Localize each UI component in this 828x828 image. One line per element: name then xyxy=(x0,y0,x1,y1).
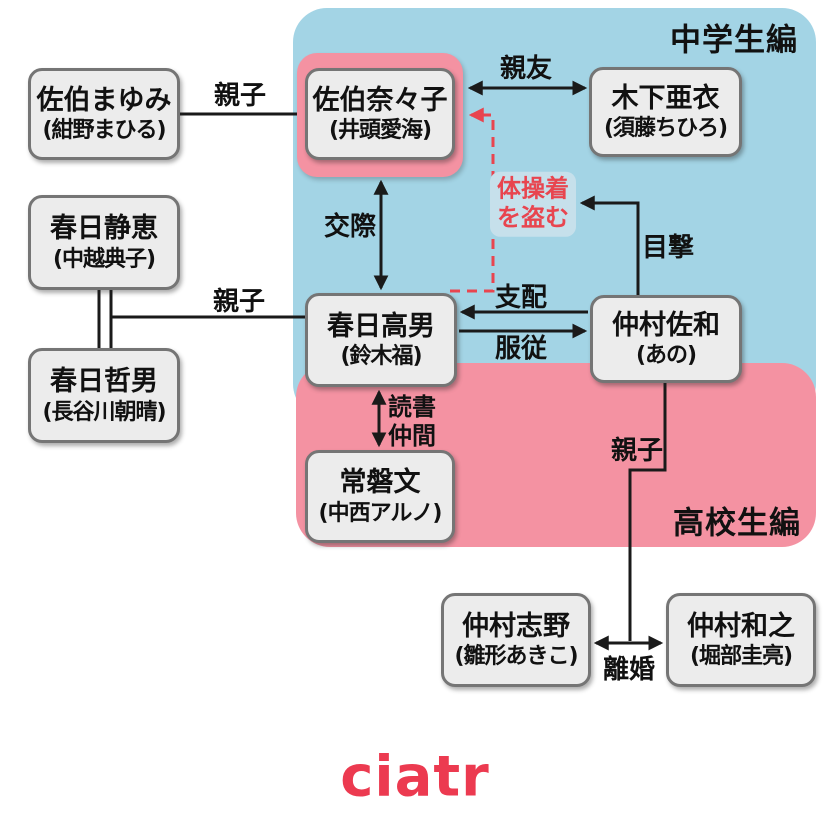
actor-name: (紺野まひる) xyxy=(42,118,166,144)
relation-label-dominate: 支配 xyxy=(494,283,548,314)
actor-name: (須藤ちひろ) xyxy=(603,116,728,142)
actor-name: (堀部圭亮) xyxy=(689,644,793,670)
character-box-kasuga-shizue: 春日静恵 (中越典子) xyxy=(28,195,180,290)
character-box-saeki-nanako: 佐伯奈々子 (井頭愛海) xyxy=(305,68,455,160)
character-box-saeki-mayumi: 佐伯まゆみ (紺野まひる) xyxy=(28,68,180,160)
section-label-middle-school: 中学生編 xyxy=(670,22,798,59)
character-box-nakamura-kazuyuki: 仲村和之 (堀部圭亮) xyxy=(666,593,816,687)
character-name: 佐伯まゆみ xyxy=(36,84,172,116)
actor-name: (井頭愛海) xyxy=(328,118,432,144)
arrow-steal-gym-clothes xyxy=(450,107,495,293)
character-box-nakamura-shino: 仲村志野 (雛形あきこ) xyxy=(441,593,591,687)
character-name: 仲村佐和 xyxy=(612,309,720,341)
character-name: 仲村和之 xyxy=(687,610,795,642)
character-box-tokiwa-fumi: 常磐文 (中西アルノ) xyxy=(305,450,455,543)
character-name: 佐伯奈々子 xyxy=(312,84,448,116)
actor-name: (あの) xyxy=(635,343,697,369)
relation-label-witness: 目撃 xyxy=(641,233,695,264)
actor-name: (中越典子) xyxy=(52,246,156,272)
section-label-high-school: 高校生編 xyxy=(673,505,801,542)
actor-name: (鈴木福) xyxy=(340,344,422,370)
relation-label-dating: 交際 xyxy=(323,212,377,243)
steal-gym-clothes-line2: を盗む xyxy=(497,204,569,232)
character-box-kasuga-tetsuo: 春日哲男 (長谷川朝晴) xyxy=(28,348,180,443)
relation-label-best-friends: 親友 xyxy=(499,54,553,85)
relation-label-parent-kasuga: 親子 xyxy=(212,287,266,318)
relation-label-parent-nakamura: 親子 xyxy=(610,436,664,467)
character-box-nakamura-sawa: 仲村佐和 (あの) xyxy=(590,295,742,383)
character-name: 木下亜衣 xyxy=(611,82,720,114)
character-box-kasuga-takao: 春日高男 (鈴木福) xyxy=(305,293,457,387)
arrow-witness xyxy=(579,195,640,295)
character-name: 春日高男 xyxy=(327,310,435,342)
character-box-kinoshita-ai: 木下亜衣 (須藤ちひろ) xyxy=(589,67,742,157)
actor-name: (雛形あきこ) xyxy=(454,644,578,670)
character-name: 春日静恵 xyxy=(50,213,158,245)
character-name: 春日哲男 xyxy=(50,366,158,398)
actor-name: (長谷川朝晴) xyxy=(42,399,166,425)
steal-gym-clothes-line1: 体操着 xyxy=(497,174,569,203)
line-parent-nakamura xyxy=(628,383,667,641)
ciatr-logo: ciatr xyxy=(340,744,490,810)
character-name: 常磐文 xyxy=(339,467,421,499)
reading-buddies-line1: 読書 xyxy=(388,393,436,421)
relation-label-reading-buddies: 読書 仲間 xyxy=(388,393,436,451)
reading-buddies-line2: 仲間 xyxy=(388,421,436,450)
relation-label-steal-gym-clothes: 体操着 を盗む xyxy=(490,171,576,237)
relation-label-divorce: 離婚 xyxy=(602,655,656,686)
relation-label-parent-saeki: 親子 xyxy=(213,81,267,112)
character-name: 仲村志野 xyxy=(462,610,570,642)
actor-name: (中西アルノ) xyxy=(318,500,443,526)
relation-label-obey: 服従 xyxy=(494,334,548,365)
